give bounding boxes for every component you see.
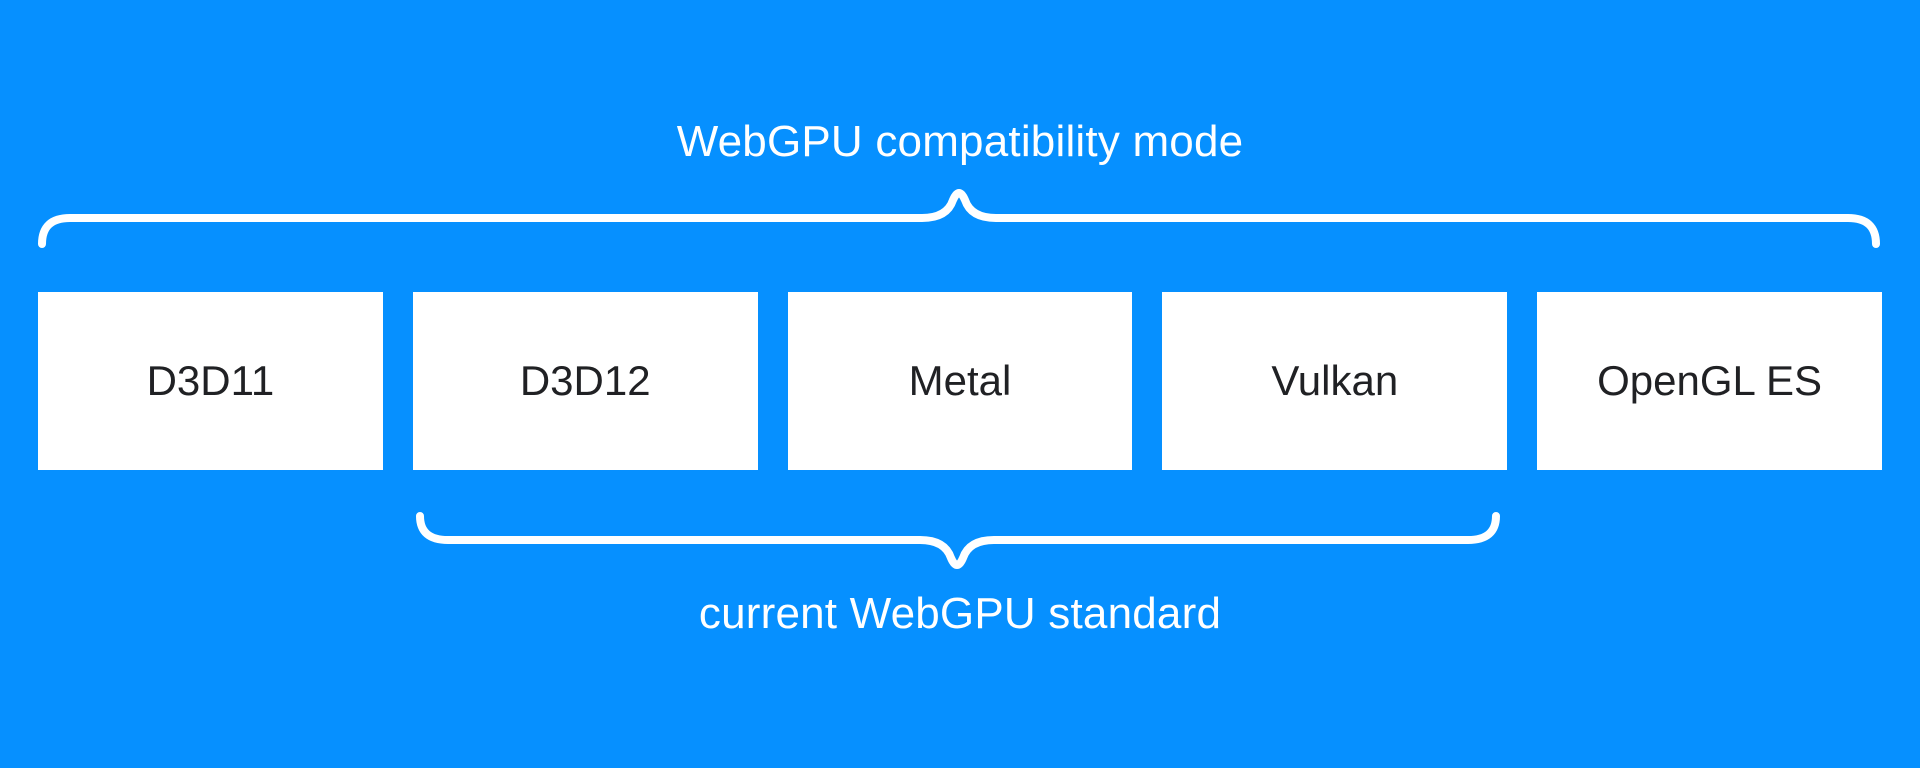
api-box-label: D3D11 (146, 357, 275, 404)
bottom-brace-label: current WebGPU standard (698, 589, 1222, 638)
api-box-d3d11: D3D11 (38, 292, 383, 470)
api-box-label: Metal (908, 357, 1012, 404)
top-brace (38, 189, 1880, 248)
api-box-d3d12: D3D12 (412, 292, 758, 470)
api-box-label: OpenGL ES (1597, 357, 1823, 404)
api-box-label: Vulkan (1271, 357, 1399, 404)
top-brace-label: WebGPU compatibility mode (676, 117, 1244, 166)
api-box-label: D3D12 (519, 357, 651, 404)
api-box-opengl-es: OpenGL ES (1537, 292, 1882, 470)
api-box-vulkan: Vulkan (1162, 292, 1508, 470)
bottom-brace (416, 512, 1500, 569)
api-boxes-row: D3D11 D3D12 Metal Vulkan OpenGL ES (38, 292, 1882, 470)
api-box-metal: Metal (787, 292, 1133, 470)
